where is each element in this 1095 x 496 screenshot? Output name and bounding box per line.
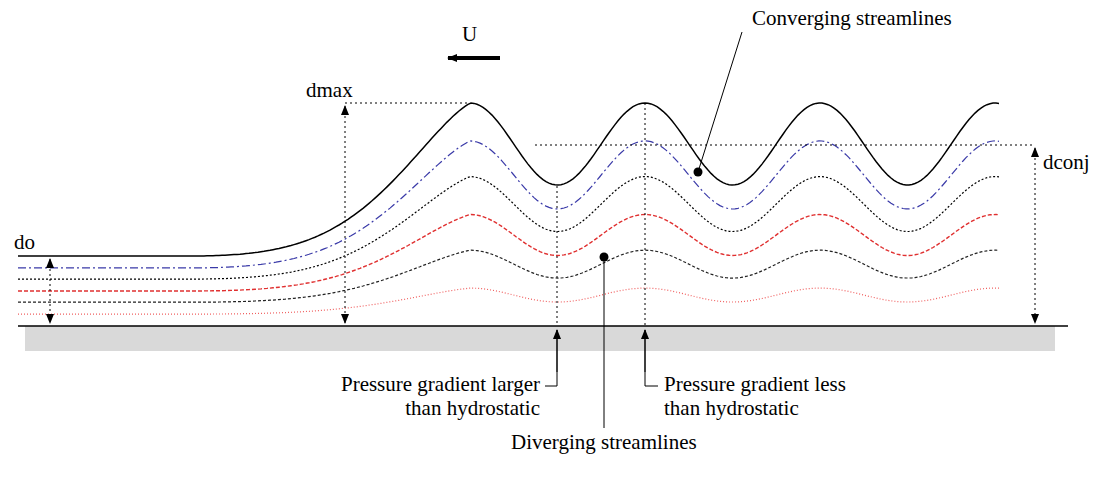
leader-line: [604, 257, 605, 428]
leader-line: [645, 372, 658, 386]
streamline: [18, 215, 999, 292]
streamlines: [18, 103, 999, 314]
leader-line: [545, 372, 557, 386]
streamline: [18, 141, 999, 268]
velocity-label: U: [462, 22, 477, 46]
callout-text: Pressure gradient less than hydrostatic: [664, 372, 874, 420]
pointer-arrow: [644, 330, 646, 372]
extension-line: [345, 103, 470, 104]
streamline: [18, 250, 999, 302]
pointer-arrow: [556, 330, 558, 372]
flow-arrow: [448, 56, 500, 60]
dimension-line: [345, 106, 346, 323]
bed-line: [18, 325, 1068, 327]
streamline: [18, 177, 999, 280]
section-line: [645, 103, 646, 326]
callout-text: Converging streamlines: [752, 6, 952, 30]
callout-text: Diverging streamlines: [511, 430, 697, 454]
dimension-label: do: [14, 230, 35, 254]
streamline: [18, 103, 999, 256]
section-line: [557, 186, 558, 326]
streamline: [18, 288, 999, 314]
dimension-line: [1035, 148, 1036, 323]
extension-line: [535, 145, 1035, 146]
leader-line: [698, 32, 742, 172]
callout-text: Pressure gradient larger than hydrostati…: [330, 372, 540, 420]
dimension-label: dconj: [1043, 150, 1090, 174]
dimension-line: [50, 259, 51, 323]
channel-bed: [25, 326, 1055, 351]
dimension-label: dmax: [306, 78, 353, 102]
